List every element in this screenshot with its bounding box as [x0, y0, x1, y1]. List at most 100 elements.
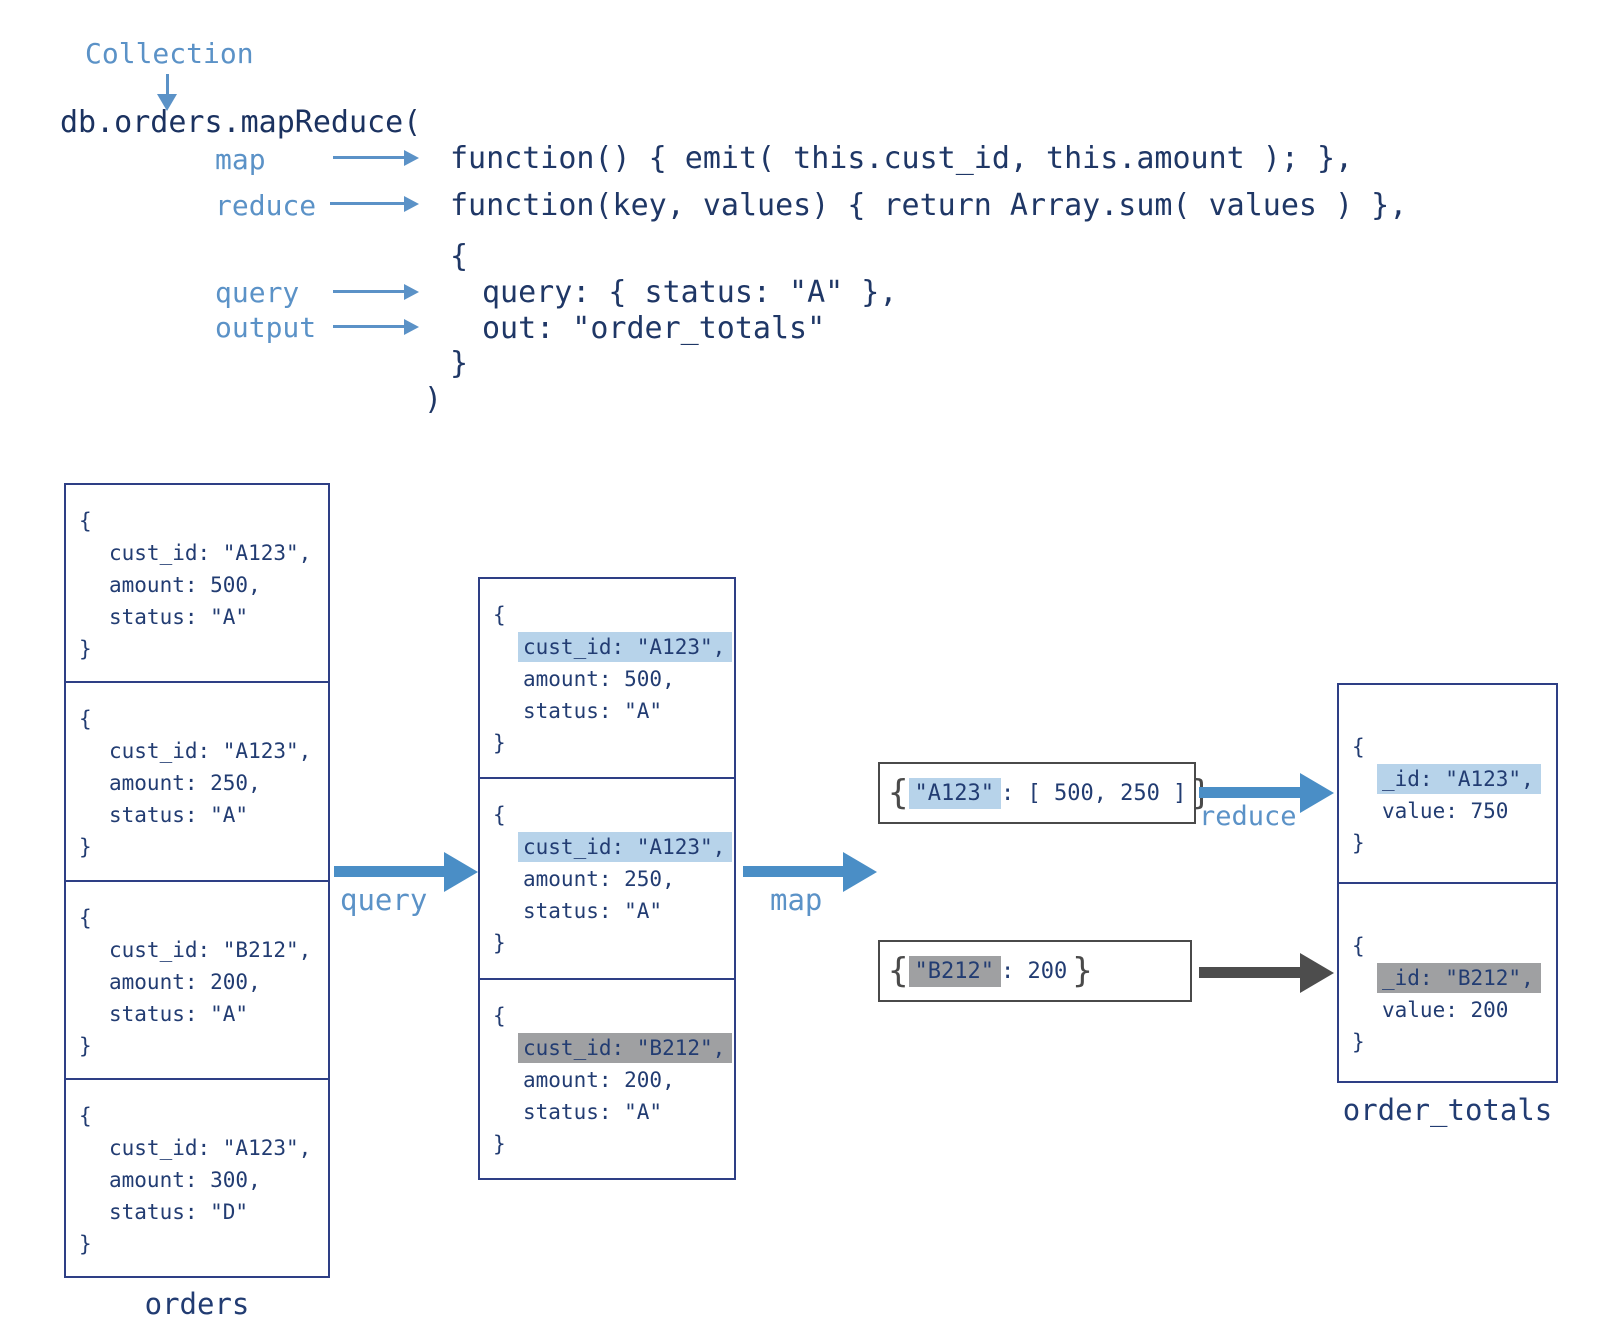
- query-param-arrow-head: [404, 284, 419, 300]
- kv-values: : [ 500, 250 ]: [1000, 780, 1187, 806]
- query-flow-label: query: [340, 883, 428, 917]
- doc-open-brace: {: [493, 803, 506, 828]
- output-document: { _id: "A123", value: 750 }: [1339, 685, 1556, 884]
- reduce-param-arrow-head: [404, 196, 419, 212]
- kv-key-highlighted: "B212": [909, 955, 1001, 987]
- doc-value-line: value: 750: [1382, 799, 1509, 823]
- doc-close-brace: }: [1352, 1030, 1365, 1054]
- orders-collection-box: { cust_id: "A123", amount: 500, status: …: [64, 483, 330, 1278]
- doc-amount-line: amount: 300,: [109, 1167, 261, 1192]
- reduce-param-arrow: [330, 202, 407, 205]
- query-param-arrow: [333, 290, 407, 293]
- reduce-flow-arrow-head: [1300, 773, 1334, 813]
- doc-open-brace: {: [1352, 735, 1365, 759]
- b212-flow-arrow: [1199, 967, 1302, 978]
- doc-amount-line: amount: 200,: [523, 1067, 675, 1092]
- doc-value-line: value: 200: [1382, 998, 1509, 1022]
- doc-close-brace: }: [493, 731, 506, 755]
- reduce-flow-label: reduce: [1199, 801, 1297, 832]
- filtered-documents-box: { cust_id: "A123", amount: 500, status: …: [478, 577, 736, 1180]
- doc-amount-line: amount: 500,: [523, 667, 675, 691]
- map-param-arrow: [333, 156, 407, 159]
- collection-pointer-arrow-head: [157, 94, 177, 111]
- mapreduce-header: db.orders.mapReduce(: [60, 105, 422, 140]
- filtered-document: { cust_id: "A123", amount: 250, status: …: [480, 779, 734, 980]
- doc-cust-id-line: cust_id: "A123",: [109, 1135, 312, 1160]
- doc-amount-line: amount: 200,: [109, 969, 261, 994]
- order-totals-box: { _id: "A123", value: 750 } { _id: "B212…: [1337, 683, 1558, 1083]
- orders-label: orders: [144, 1287, 250, 1321]
- mapped-pair-a123-box: {"A123": [ 500, 250 ]}: [878, 762, 1212, 824]
- doc-cust-id-line-highlighted: cust_id: "A123",: [518, 632, 733, 662]
- map-flow-label: map: [770, 883, 823, 917]
- doc-cust-id-line: cust_id: "B212",: [109, 937, 312, 962]
- kv-values: : 200: [1000, 958, 1068, 984]
- query-flow-arrow-head: [444, 852, 478, 892]
- doc-open-brace: {: [1352, 934, 1365, 958]
- out-option-code: out: "order_totals": [482, 311, 826, 346]
- query-flow-arrow: [334, 866, 446, 877]
- kv-close-brace: }: [1072, 951, 1093, 991]
- map-param-arrow-head: [404, 150, 419, 166]
- doc-close-brace: }: [79, 637, 92, 661]
- doc-cust-id-line-highlighted: cust_id: "B212",: [518, 1032, 733, 1063]
- options-open-brace: {: [450, 239, 469, 274]
- call-close-paren: ): [424, 382, 443, 417]
- options-close-brace: }: [450, 346, 469, 381]
- map-flow-arrow: [743, 866, 845, 877]
- order-document: { cust_id: "B212", amount: 200, status: …: [66, 882, 328, 1080]
- doc-close-brace: }: [79, 835, 92, 860]
- doc-status-line: status: "A": [523, 1099, 663, 1124]
- output-param-arrow: [333, 325, 407, 328]
- doc-amount-line: amount: 500,: [109, 573, 261, 597]
- collection-pointer-arrow-line: [166, 74, 169, 94]
- doc-status-line: status: "A": [109, 803, 249, 828]
- reduce-param-label: reduce: [215, 189, 317, 222]
- doc-status-line: status: "A": [523, 699, 663, 723]
- doc-status-line: status: "A": [523, 899, 663, 924]
- doc-close-brace: }: [493, 931, 506, 956]
- doc-id-line-highlighted: _id: "A123",: [1377, 764, 1541, 794]
- doc-open-brace: {: [493, 1003, 506, 1028]
- order-document: { cust_id: "A123", amount: 300, status: …: [66, 1080, 328, 1276]
- map-function-code: function() { emit( this.cust_id, this.am…: [450, 141, 1354, 176]
- doc-open-brace: {: [79, 905, 92, 930]
- output-param-label: output: [215, 311, 317, 344]
- kv-open-brace: {: [888, 951, 909, 991]
- doc-status-line: status: "D": [109, 1199, 249, 1224]
- doc-open-brace: {: [79, 1103, 92, 1128]
- mapped-pair-b212-box: {"B212": 200}: [878, 940, 1192, 1002]
- doc-open-brace: {: [79, 707, 92, 732]
- doc-status-line: status: "A": [109, 605, 249, 629]
- doc-cust-id-line-highlighted: cust_id: "A123",: [518, 832, 733, 863]
- reduce-function-code: function(key, values) { return Array.sum…: [450, 188, 1408, 223]
- order-totals-label: order_totals: [1342, 1093, 1553, 1127]
- b212-flow-arrow-head: [1300, 953, 1334, 993]
- output-document: { _id: "B212", value: 200 }: [1339, 884, 1556, 1081]
- doc-amount-line: amount: 250,: [523, 867, 675, 892]
- order-document: { cust_id: "A123", amount: 250, status: …: [66, 683, 328, 882]
- doc-open-brace: {: [79, 509, 92, 533]
- doc-id-line-highlighted: _id: "B212",: [1377, 963, 1541, 993]
- output-param-arrow-head: [404, 319, 419, 335]
- filtered-document: { cust_id: "B212", amount: 200, status: …: [480, 980, 734, 1178]
- doc-amount-line: amount: 250,: [109, 771, 261, 796]
- doc-close-brace: }: [79, 1231, 92, 1256]
- doc-close-brace: }: [493, 1131, 506, 1156]
- doc-status-line: status: "A": [109, 1001, 249, 1026]
- order-document: { cust_id: "A123", amount: 500, status: …: [66, 485, 328, 684]
- doc-open-brace: {: [493, 603, 506, 627]
- doc-close-brace: }: [1352, 831, 1365, 855]
- filtered-document: { cust_id: "A123", amount: 500, status: …: [480, 579, 734, 780]
- collection-label: Collection: [85, 37, 254, 70]
- doc-cust-id-line: cust_id: "A123",: [109, 541, 312, 565]
- map-flow-arrow-head: [843, 852, 877, 892]
- query-option-code: query: { status: "A" },: [482, 275, 898, 310]
- query-param-label: query: [215, 276, 300, 309]
- map-param-label: map: [215, 143, 266, 176]
- kv-key-highlighted: "A123": [909, 777, 1001, 809]
- kv-open-brace: {: [888, 773, 909, 813]
- doc-cust-id-line: cust_id: "A123",: [109, 739, 312, 764]
- reduce-flow-arrow: [1199, 787, 1302, 798]
